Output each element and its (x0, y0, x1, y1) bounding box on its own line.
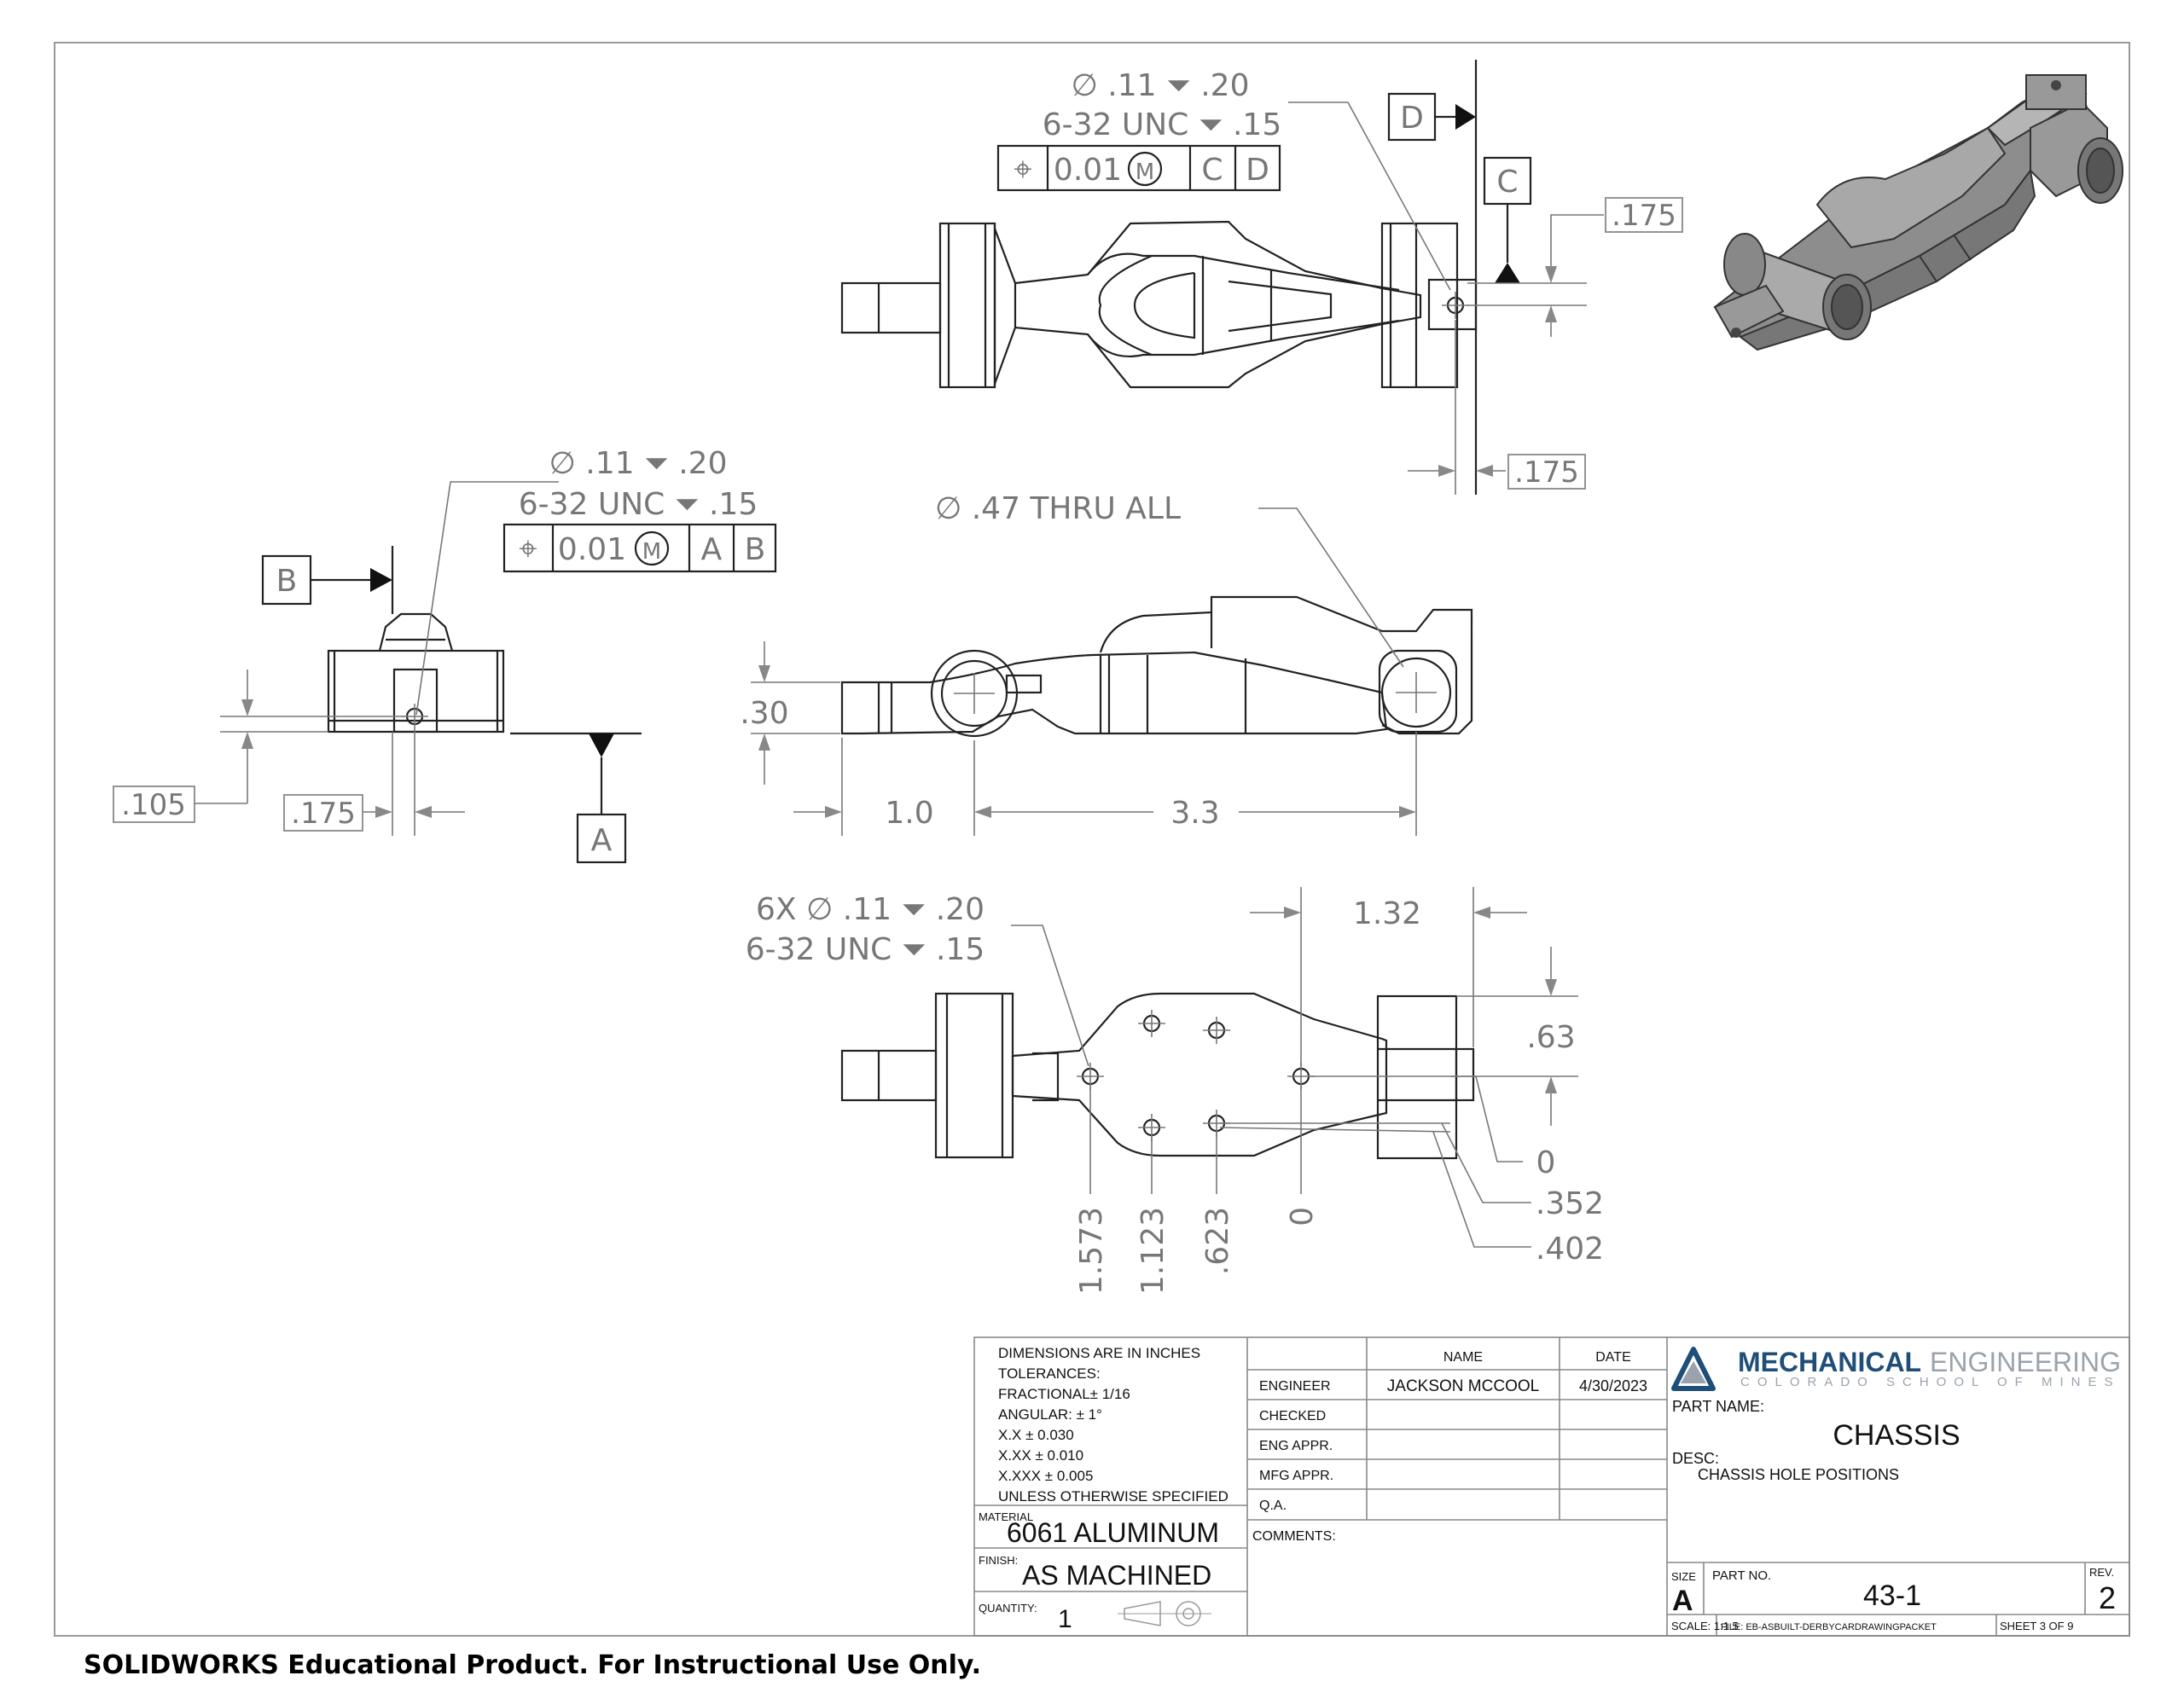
side-dim-center: 3.3 (1170, 796, 1219, 831)
third-angle-projection-icon (1118, 1601, 1211, 1626)
bottom-ord-x-2: .623 (1200, 1207, 1235, 1275)
rev-label: REV. (2089, 1566, 2114, 1579)
top-fcf-mod: M (1136, 159, 1154, 185)
comments-label: COMMENTS: (1252, 1529, 1336, 1544)
bottom-ord-x-0: 1.573 (1074, 1207, 1109, 1295)
row-eng-appr-label: ENG APPR. (1259, 1439, 1333, 1453)
part-name-value: CHASSIS (1833, 1419, 1960, 1452)
tol-note-4: X.X ± 0.030 (998, 1427, 1074, 1443)
title-block: DIMENSIONS ARE IN INCHES TOLERANCES: FRA… (973, 1336, 2130, 1637)
datum-c-label: C (1496, 165, 1518, 200)
bottom-ord-y-2: .402 (1536, 1232, 1604, 1267)
material-label: MATERIAL (979, 1510, 1033, 1523)
side-dim-left: 1.0 (885, 796, 933, 831)
front-fcf-symbol: ⌖ (519, 530, 537, 567)
part-no-label: PART NO. (1712, 1568, 1771, 1583)
tol-note-7: UNLESS OTHERWISE SPECIFIED (998, 1488, 1228, 1504)
desc-value: CHASSIS HOLE POSITIONS (1698, 1466, 1899, 1483)
top-fcf-ref2: D (1246, 153, 1269, 188)
bottom-callout-line2: 6-32 UNC ⏷ .15 (746, 932, 985, 967)
tol-note-2: FRACTIONAL± 1/16 (998, 1386, 1130, 1402)
engineer-date: 4/30/2023 (1579, 1377, 1647, 1394)
front-fcf: ⌖ 0.01 M A B (502, 523, 777, 573)
logo-text-main: MECHANICAL (1738, 1347, 1921, 1377)
size-value: A (1672, 1585, 1693, 1617)
front-fcf-ref1: A (701, 532, 723, 567)
datum-d-label: D (1400, 101, 1424, 136)
top-callout-line2: 6-32 UNC ⏷ .15 (1043, 107, 1282, 142)
front-dim-vert: .105 (121, 788, 186, 822)
front-callout-line1: ∅ .11 ⏷ .20 (549, 446, 728, 481)
datum-b-label: B (276, 564, 298, 599)
bottom-ord-y-0: 0 (1536, 1145, 1556, 1180)
quantity-value: 1 (1058, 1605, 1072, 1633)
side-dim-height: .30 (740, 696, 788, 731)
bottom-callout-line1: 6X ∅ .11 ⏷ .20 (756, 892, 985, 927)
quantity-label: QUANTITY: (979, 1602, 1037, 1615)
top-fcf: ⌖ 0.01 M C D (996, 144, 1281, 192)
finish-value: AS MACHINED (1022, 1560, 1211, 1591)
side-view: ∅ .47 THRU ALL .30 1.0 3.3 (740, 491, 1473, 836)
bottom-holes (1077, 1010, 1315, 1141)
col-name-header: NAME (1443, 1350, 1483, 1365)
front-fcf-mod: M (642, 539, 661, 565)
front-callout-line2: 6-32 UNC ⏷ .15 (519, 487, 758, 522)
top-dim-horiz: .175 (1514, 455, 1579, 490)
size-label: SIZE (1671, 1570, 1696, 1583)
row-mfg-appr-label: MFG APPR. (1259, 1469, 1333, 1483)
file-text: FILE: EB-ASBUILT-DERBYCARDRAWINGPACKET (1721, 1622, 1937, 1632)
material-value: 6061 ALUMINUM (1007, 1517, 1219, 1548)
bottom-view: 6X ∅ .11 ⏷ .20 6-32 UNC ⏷ .15 1.32 .63 0… (746, 887, 1604, 1295)
engineer-name: JACKSON MCCOOL (1387, 1377, 1539, 1395)
row-qa-label: Q.A. (1259, 1499, 1287, 1513)
top-view: ∅ .11 ⏷ .20 6-32 UNC ⏷ .15 ⌖ 0.01 M C D … (840, 60, 1683, 495)
sheet-text: SHEET 3 OF 9 (2000, 1620, 2073, 1632)
mines-logo-icon (1671, 1347, 1716, 1391)
row-checked-label: CHECKED (1259, 1409, 1326, 1423)
desc-label: DESC: (1672, 1450, 1719, 1467)
tol-note-6: X.XXX ± 0.005 (998, 1468, 1093, 1484)
isometric-view (1713, 74, 2123, 351)
top-dim-vert: .175 (1612, 199, 1676, 233)
top-fcf-symbol: ⌖ (1014, 150, 1031, 188)
bottom-ord-x-3: 0 (1285, 1207, 1320, 1226)
tol-note-3: ANGULAR: ± 1° (998, 1406, 1102, 1423)
side-callout: ∅ .47 THRU ALL (935, 491, 1181, 526)
scale-text: SCALE: 1:1.5 (1671, 1620, 1739, 1632)
solidworks-notice: SOLIDWORKS Educational Product. For Inst… (84, 1650, 981, 1680)
col-date-header: DATE (1595, 1350, 1630, 1365)
bottom-ord-x-1: 1.123 (1136, 1207, 1170, 1295)
front-view: ∅ .11 ⏷ .20 6-32 UNC ⏷ .15 ⌖ 0.01 M A B … (113, 446, 777, 864)
tol-note-5: X.XX ± 0.010 (998, 1447, 1083, 1464)
tol-note-0: DIMENSIONS ARE IN INCHES (998, 1345, 1200, 1361)
logo-text-main2: ENGINEERING (1930, 1347, 2121, 1377)
front-dim-horiz: .175 (291, 797, 356, 831)
finish-label: FINISH: (979, 1554, 1018, 1567)
bottom-ord-y-1: .352 (1536, 1186, 1604, 1221)
part-name-label: PART NAME: (1672, 1398, 1764, 1415)
top-callout-line1: ∅ .11 ⏷ .20 (1072, 68, 1250, 103)
front-fcf-ref2: B (745, 532, 766, 567)
top-fcf-tol: 0.01 (1054, 153, 1122, 188)
top-fcf-ref1: C (1201, 153, 1223, 188)
front-fcf-tol: 0.01 (558, 532, 626, 567)
logo-text-sub: COLORADO SCHOOL OF MINES (1740, 1375, 2120, 1389)
part-no-value: 43-1 (1863, 1580, 1921, 1612)
row-engineer-label: ENGINEER (1259, 1379, 1331, 1394)
datum-a-label: A (591, 823, 613, 858)
rev-value: 2 (2099, 1580, 2116, 1615)
bottom-dim-height: .63 (1526, 1020, 1575, 1055)
tol-note-1: TOLERANCES: (998, 1365, 1101, 1382)
bottom-dim-width: 1.32 (1353, 896, 1421, 931)
